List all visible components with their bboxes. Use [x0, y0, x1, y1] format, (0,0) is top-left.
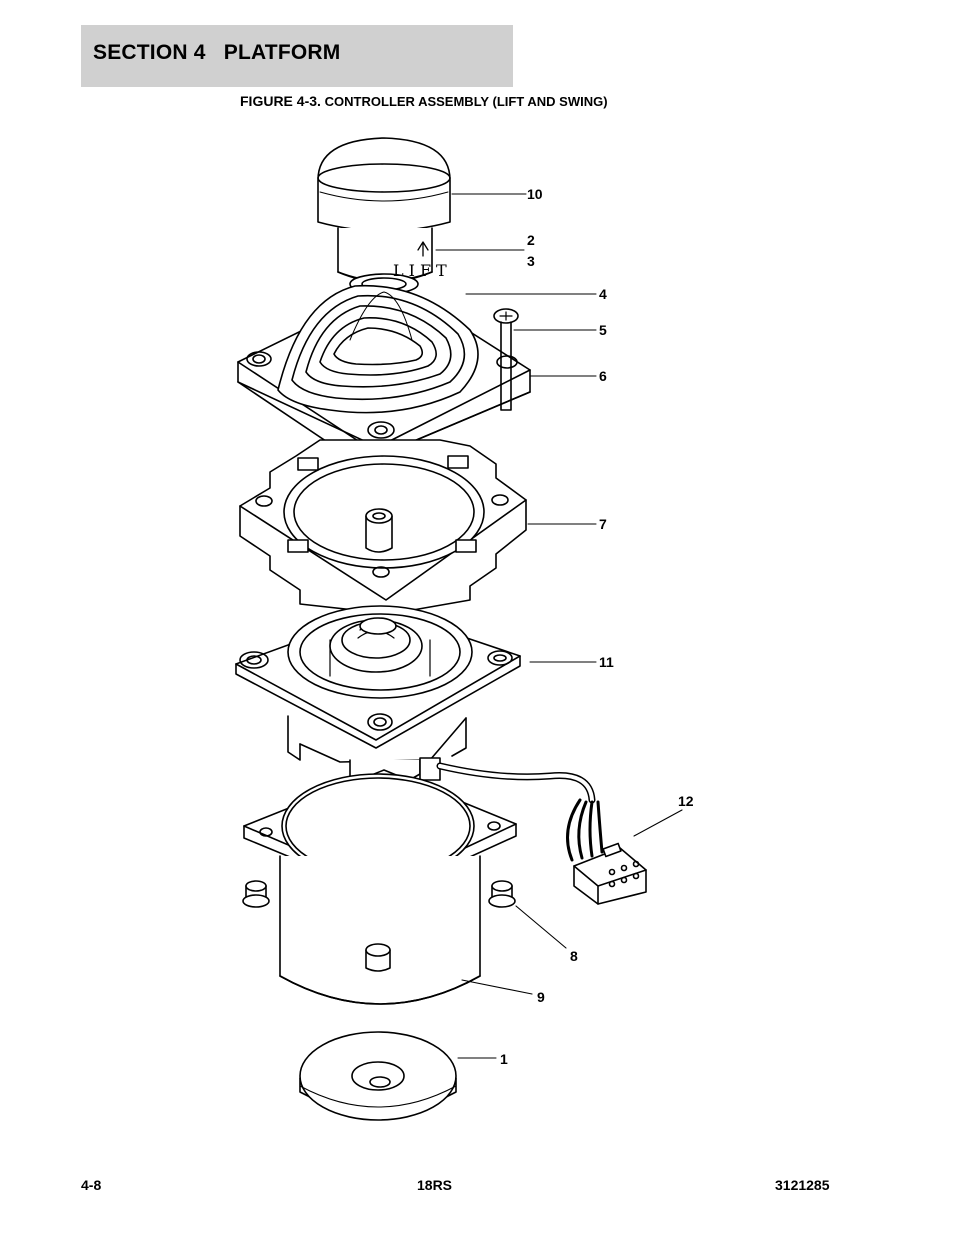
page-number: 4-8 — [81, 1177, 102, 1193]
harness — [436, 762, 647, 905]
section-header: SECTION 4 PLATFORM — [81, 25, 513, 87]
callout-9: 9 — [537, 989, 545, 1005]
leader-lines — [435, 193, 683, 1059]
callout-11: 11 — [599, 654, 614, 670]
figure-caption: FIGURE 4-3. CONTROLLER ASSEMBLY (LIFT AN… — [240, 93, 608, 109]
bottom-cover — [299, 1031, 457, 1121]
section-title: SECTION 4 PLATFORM — [93, 41, 341, 64]
callout-7: 7 — [599, 516, 607, 532]
callout-4: 4 — [599, 286, 607, 302]
callout-8: 8 — [570, 948, 578, 964]
callout-6: 6 — [599, 368, 607, 384]
gimbal-plate — [235, 605, 521, 805]
callout-2: 2 — [527, 232, 535, 248]
callout-10: 10 — [527, 186, 543, 202]
callout-12: 12 — [678, 793, 694, 809]
callouts: 10 2 3 4 5 6 7 11 12 8 9 1 — [500, 186, 694, 1067]
model-name: 18RS — [417, 1177, 453, 1193]
figure-title: CONTROLLER ASSEMBLY (LIFT AND SWING) — [324, 94, 608, 109]
figure-number: FIGURE 4-3. — [240, 93, 321, 109]
callout-1: 1 — [500, 1051, 508, 1067]
boot-and-top-plate — [237, 284, 531, 473]
housing — [242, 769, 517, 1005]
callout-5: 5 — [599, 322, 607, 338]
mounting-frame — [239, 439, 527, 615]
document-number: 3121285 — [775, 1177, 830, 1193]
handle-lift-label: LIFT — [393, 261, 452, 280]
handle-knob: LIFT — [317, 137, 452, 295]
callout-3: 3 — [527, 253, 535, 269]
